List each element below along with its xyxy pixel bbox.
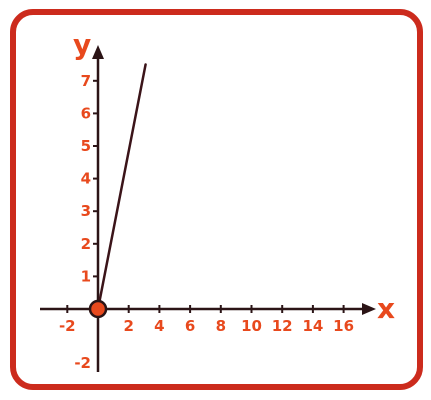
y-tick-label: 3: [81, 202, 91, 220]
x-tick-label: 6: [185, 317, 195, 335]
x-tick-label: 8: [216, 317, 226, 335]
series-layer: [96, 63, 147, 311]
x-axis-arrow-icon: [362, 303, 376, 315]
x-tick-label: 16: [333, 317, 354, 335]
y-axis-arrow-icon: [92, 45, 104, 59]
y-tick-label: 4: [81, 170, 91, 188]
card-frame: [10, 9, 423, 390]
y-tick-label: 1: [81, 267, 91, 285]
x-axis-label: x: [377, 292, 395, 325]
y-tick-label: 6: [81, 104, 91, 122]
y-axis-ticks: -2 1 2 3 4 5 6 7: [74, 72, 99, 372]
series-line: [96, 63, 147, 311]
x-axis-ticks: -2 2 4 6 8 10 12 14 16: [59, 305, 354, 335]
x-tick-label: 14: [302, 317, 323, 335]
y-tick-label: 2: [81, 235, 91, 253]
y-tick-label: 5: [81, 137, 91, 155]
x-tick-label: -2: [59, 317, 76, 335]
y-tick-label: -2: [74, 354, 91, 372]
x-tick-label: 2: [123, 317, 133, 335]
y-tick-label: 7: [81, 72, 91, 90]
y-axis-label: y: [73, 28, 91, 61]
points-layer: [88, 299, 108, 319]
x-tick-label: 4: [154, 317, 164, 335]
origin-point: [88, 299, 108, 319]
x-tick-label: 12: [272, 317, 293, 335]
x-tick-label: 10: [241, 317, 262, 335]
